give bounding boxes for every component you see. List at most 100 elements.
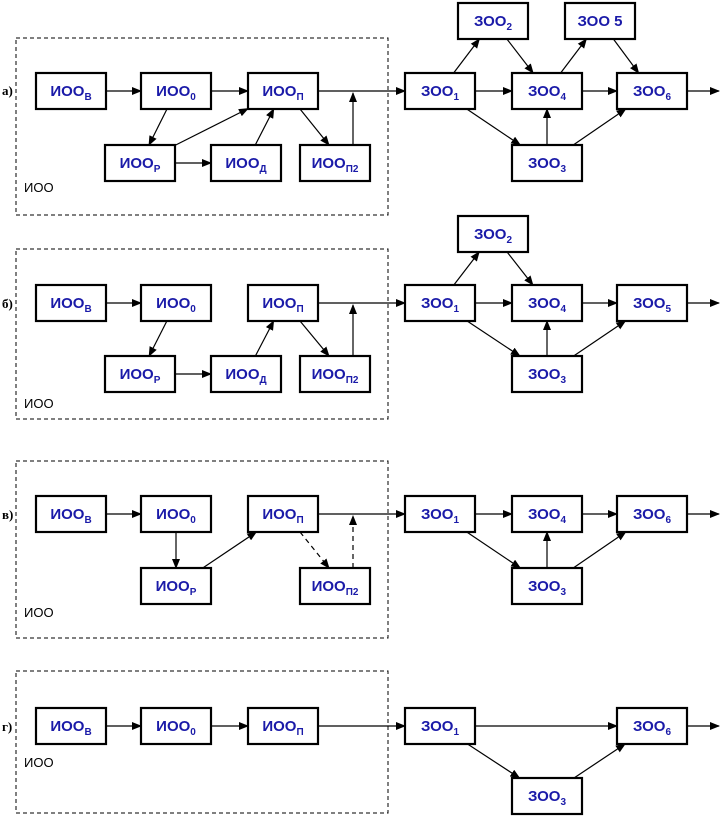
node-z2: ЗОО2 [456, 1, 530, 41]
node-box [209, 143, 283, 183]
node-label-subscript: П [296, 304, 303, 315]
node-label-subscript: В [84, 727, 91, 738]
node-label-base: ИОО [156, 295, 190, 312]
node-label-base: ИОО [120, 366, 154, 383]
node-label-subscript: 4 [560, 92, 566, 103]
edge-z3-to-z5 [573, 320, 627, 357]
node-label-subscript: 0 [190, 515, 196, 526]
edge-z1-to-z2 [453, 251, 480, 286]
node-box [563, 1, 637, 41]
node-box [246, 283, 320, 323]
group-label: ИОО [24, 605, 54, 620]
node-label-base: ЗОО [528, 295, 561, 312]
node-box [34, 494, 108, 534]
node-v: ИООВ [34, 283, 108, 323]
node-label-subscript: 1 [453, 515, 459, 526]
node-label-subscript: 3 [560, 164, 566, 175]
edges [106, 251, 720, 378]
node-label: ИОО0 [156, 83, 196, 103]
node-v: ИООВ [34, 706, 108, 746]
node-label: ИООП [262, 295, 303, 315]
node-label-base: ЗОО 5 [577, 13, 622, 30]
node-label-base: ИОО [50, 83, 84, 100]
node-box [246, 494, 320, 534]
ioo-group-frame [15, 460, 389, 639]
node-label: ИООВ [50, 295, 91, 315]
node-label-subscript: П2 [346, 375, 359, 386]
node-label: ЗОО3 [528, 578, 567, 598]
node-label-subscript: 4 [560, 304, 566, 315]
node-label-base: ЗОО [633, 506, 666, 523]
node-box [510, 143, 584, 183]
node-box [456, 1, 530, 41]
row-letter: г) [2, 719, 12, 734]
node-box [615, 283, 689, 323]
node-box [246, 706, 320, 746]
node-label: ИОО0 [156, 506, 196, 526]
node-z3: ЗОО3 [510, 354, 584, 394]
node-label-base: ЗОО [421, 295, 454, 312]
node-label-subscript: Р [154, 375, 161, 386]
node-label-base: ИОО [262, 506, 296, 523]
node-label-base: ИОО [50, 506, 84, 523]
node-label-subscript: В [84, 304, 91, 315]
node-v: ИООВ [34, 494, 108, 534]
node-box [403, 706, 477, 746]
node-label-base: ИОО [225, 366, 259, 383]
node-label: ИООВ [50, 83, 91, 103]
row-letter: а) [2, 83, 13, 98]
node-box [298, 143, 372, 183]
edge-z1-to-z3 [466, 108, 522, 146]
node-label-base: ЗОО [633, 83, 666, 100]
node-label-subscript: 0 [190, 304, 196, 315]
node-p2: ИООП2 [298, 354, 372, 394]
node-label-base: ИОО [156, 83, 190, 100]
node-p2: ИООП2 [298, 143, 372, 183]
node-label: ИОО0 [156, 295, 196, 315]
node-box [615, 706, 689, 746]
node-box [298, 354, 372, 394]
node-label-subscript: П [296, 727, 303, 738]
node-v: ИООВ [34, 71, 108, 111]
node-box [139, 283, 213, 323]
node-box [510, 354, 584, 394]
node-label-subscript: Д [260, 164, 267, 175]
node-box [246, 71, 320, 111]
node-label: ИООП [262, 506, 303, 526]
node-box [510, 494, 584, 534]
node-box [615, 494, 689, 534]
node-label: ЗОО4 [528, 506, 567, 526]
node-p: ИООП [246, 494, 320, 534]
node-label-base: ИОО [312, 155, 346, 172]
node-label: ЗОО4 [528, 83, 567, 103]
node-label-subscript: 5 [665, 304, 671, 315]
edge-z1-to-z3 [466, 531, 522, 569]
node-label: ЗОО1 [421, 295, 460, 315]
node-label-subscript: 4 [560, 515, 566, 526]
edge-o-to-r [148, 108, 168, 146]
node-label: ЗОО6 [633, 83, 672, 103]
node-label-base: ИОО [225, 155, 259, 172]
node-d: ИООД [209, 354, 283, 394]
node-p: ИООП [246, 71, 320, 111]
node-label-subscript: 1 [453, 92, 459, 103]
node-box [456, 214, 530, 254]
group-label: ИОО [24, 180, 54, 195]
node-box [34, 283, 108, 323]
node-box [103, 143, 177, 183]
node-z3: ЗОО3 [510, 143, 584, 183]
node-z1: ЗОО1 [403, 71, 477, 111]
node-box [139, 71, 213, 111]
node-label-base: ИОО [262, 718, 296, 735]
edge-r-to-p [202, 531, 258, 569]
node-label-base: ИОО [312, 578, 346, 595]
node-label-base: ЗОО [528, 788, 561, 805]
node-z6: ЗОО6 [615, 71, 689, 111]
node-label-subscript: В [84, 92, 91, 103]
edge-z1-to-z3 [467, 743, 521, 779]
node-label: ЗОО5 [633, 295, 672, 315]
node-z1: ЗОО1 [403, 283, 477, 323]
edge-p-to-p2 [299, 320, 330, 357]
